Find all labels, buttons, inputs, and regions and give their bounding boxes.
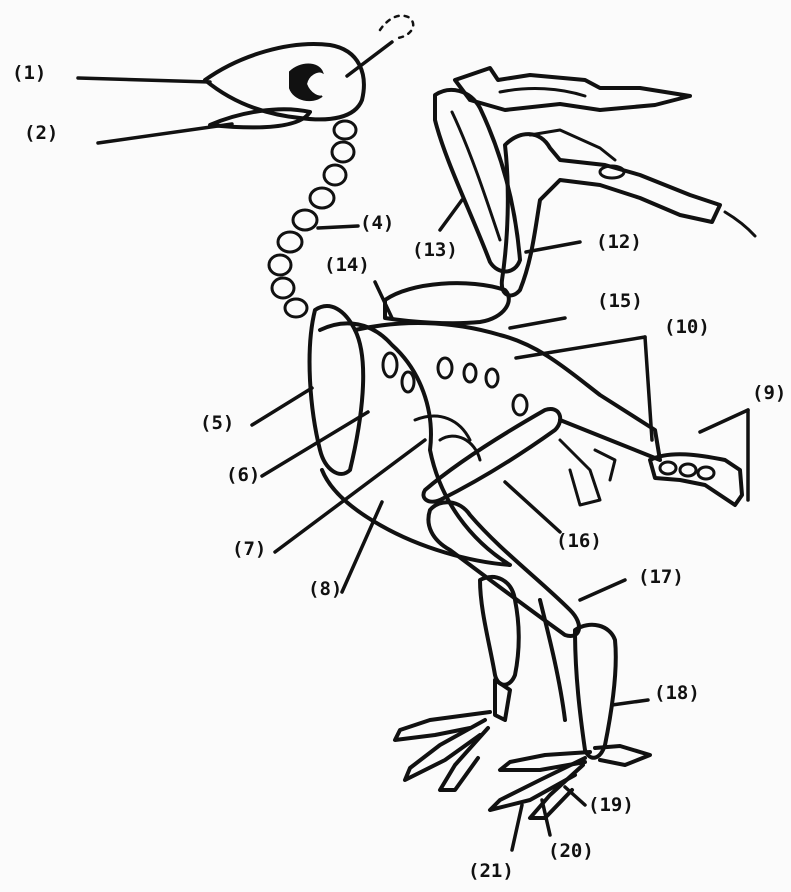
label-2: (2) — [24, 124, 58, 143]
pointer-lines — [78, 42, 748, 850]
neck-vertebrae — [269, 121, 356, 317]
pointer-18 — [612, 700, 648, 705]
skull — [205, 16, 413, 128]
pointer-9a — [700, 410, 748, 432]
label-15: (15) — [597, 292, 643, 311]
label-19: (19) — [588, 796, 634, 815]
label-14: (14) — [324, 256, 370, 275]
torso — [310, 283, 660, 565]
label-8: (8) — [308, 580, 342, 599]
label-18: (18) — [654, 684, 700, 703]
label-20: (20) — [548, 842, 594, 861]
wing — [435, 68, 755, 295]
pointer-16 — [505, 482, 560, 532]
label-5: (5) — [200, 414, 234, 433]
label-7: (7) — [232, 540, 266, 559]
label-17: (17) — [638, 568, 684, 587]
pointer-15 — [510, 318, 565, 328]
label-6: (6) — [226, 466, 260, 485]
label-13: (13) — [412, 241, 458, 260]
tail — [650, 454, 742, 505]
pointer-4 — [318, 226, 358, 228]
pointer-2 — [98, 124, 232, 143]
label-4: (4) — [360, 214, 394, 233]
pointer-17 — [580, 580, 625, 600]
label-16: (16) — [556, 532, 602, 551]
pointer-13 — [440, 200, 462, 230]
label-9: (9) — [752, 384, 786, 403]
pointer-5 — [252, 388, 312, 425]
pointer-1 — [78, 78, 210, 82]
label-21: (21) — [468, 862, 514, 881]
label-10: (10) — [664, 318, 710, 337]
label-1: (1) — [12, 64, 46, 83]
label-12: (12) — [596, 233, 642, 252]
pointer-21 — [512, 805, 522, 850]
